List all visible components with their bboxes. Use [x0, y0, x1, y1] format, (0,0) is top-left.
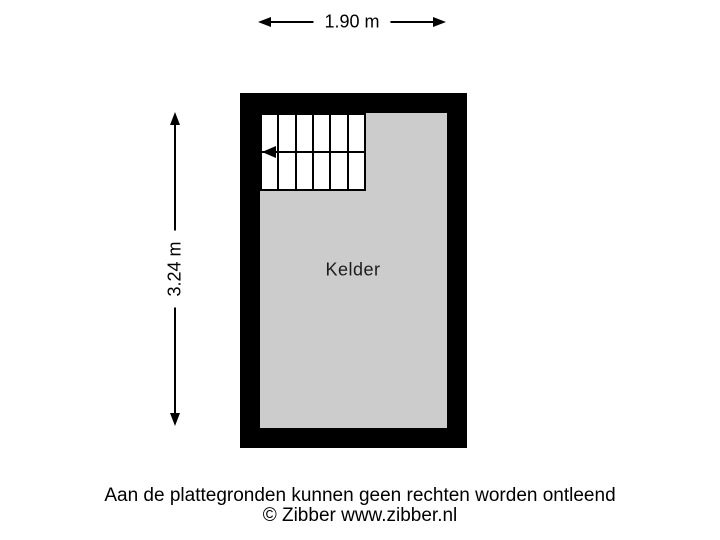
footer: Aan de plattegronden kunnen geen rechten… — [0, 486, 720, 526]
height-dimension-label: 3.24 m — [162, 230, 188, 308]
arrow-right-icon — [433, 17, 446, 27]
disclaimer-text: Aan de plattegronden kunnen geen rechten… — [104, 485, 616, 506]
staircase-icon — [260, 113, 366, 191]
arrow-down-icon — [170, 413, 180, 426]
stair-direction-arrow-icon — [262, 146, 276, 158]
height-dimension: 3.24 m — [162, 112, 188, 426]
width-dimension-label: 1.90 m — [313, 9, 391, 35]
stair-direction-line — [262, 151, 364, 153]
copyright-text: © Zibber www.zibber.nl — [262, 505, 458, 526]
room-name-label: Kelder — [325, 259, 381, 280]
width-dimension: 1.90 m — [258, 9, 446, 35]
